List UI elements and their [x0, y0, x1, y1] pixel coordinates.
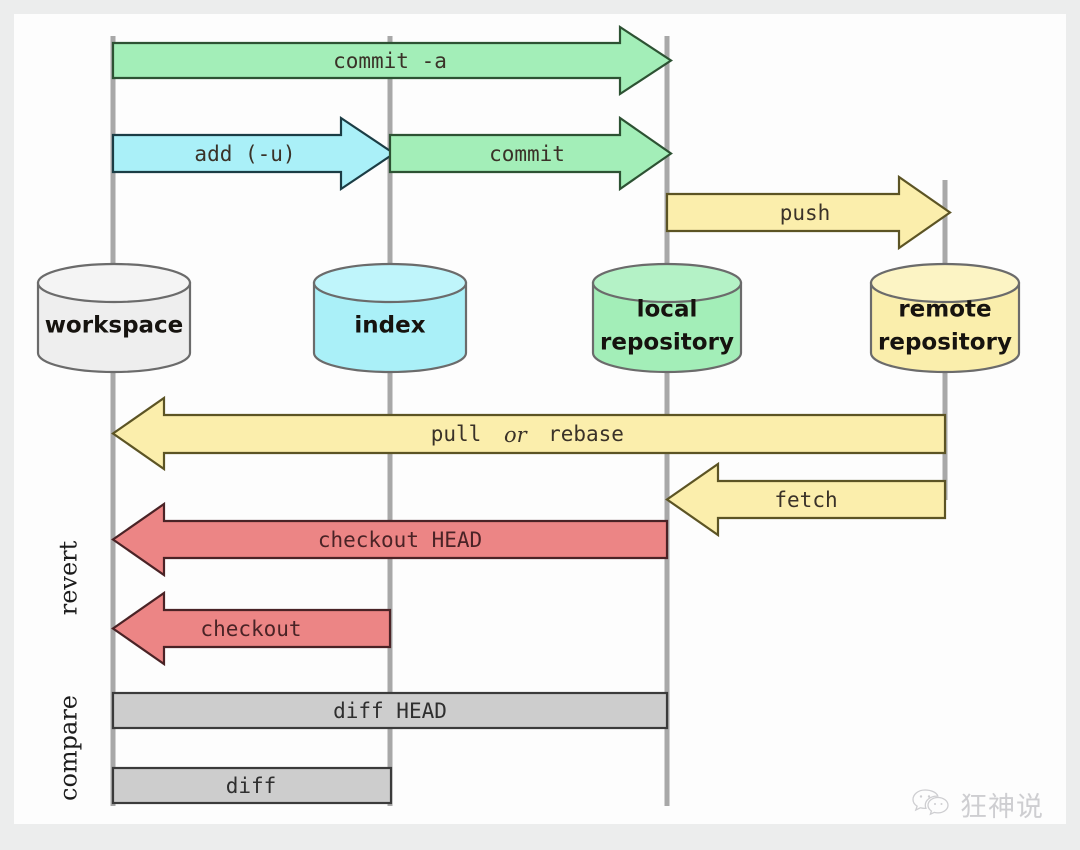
- group-label-compare: compare: [55, 695, 83, 801]
- bar-diff-head-label: diff HEAD: [333, 699, 447, 723]
- arrow-fetch[interactable]: fetch: [665, 461, 947, 538]
- node-remote-repository-label-line2: repository: [878, 330, 1012, 356]
- watermark-text: 狂神说: [960, 792, 1044, 823]
- bar-diff-label: diff: [226, 774, 277, 798]
- arrow-push-label: push: [780, 201, 831, 225]
- arrow-commit-label: commit: [489, 142, 565, 166]
- group-label-revert: revert: [55, 540, 83, 615]
- bar-diff-head[interactable]: diff HEAD: [111, 691, 669, 730]
- arrow-checkout-head[interactable]: checkout HEAD: [111, 501, 669, 578]
- arrow-commit[interactable]: commit: [388, 115, 673, 192]
- arrow-checkout-head-label: checkout HEAD: [318, 528, 482, 552]
- arrow-checkout-label: checkout: [200, 617, 301, 641]
- group-label-revert-text: revert: [55, 540, 83, 615]
- arrow-pull-label: pull: [431, 422, 482, 446]
- node-local-repository-label-line2: repository: [600, 330, 734, 356]
- node-index[interactable]: index: [312, 262, 468, 374]
- arrow-rebase-label: rebase: [548, 422, 624, 446]
- node-workspace[interactable]: workspace: [36, 262, 192, 374]
- node-remote-repository-label-line1: remote: [898, 297, 991, 323]
- arrow-commit-a[interactable]: commit -a: [111, 24, 674, 97]
- arrow-fetch-label: fetch: [774, 488, 837, 512]
- node-index-label: index: [354, 313, 425, 339]
- arrow-checkout[interactable]: checkout: [111, 590, 392, 667]
- wechat-icon: [912, 787, 952, 822]
- node-local-repository[interactable]: local repository: [591, 262, 743, 374]
- watermark: 狂神说: [912, 785, 1044, 824]
- arrow-add-u[interactable]: add (-u): [111, 115, 396, 192]
- node-remote-repository[interactable]: remote repository: [869, 262, 1021, 374]
- node-workspace-label: workspace: [45, 313, 184, 339]
- group-label-compare-text: compare: [55, 695, 83, 801]
- arrow-pull-or-rebase[interactable]: pull or rebase: [111, 395, 947, 472]
- arrow-push[interactable]: push: [665, 174, 952, 251]
- bar-diff[interactable]: diff: [111, 766, 393, 805]
- arrow-commit-a-label: commit -a: [333, 49, 447, 73]
- node-local-repository-label-line1: local: [637, 297, 698, 323]
- arrow-pull-or-conjunction: or: [504, 423, 529, 447]
- arrow-add-u-label: add (-u): [194, 142, 295, 166]
